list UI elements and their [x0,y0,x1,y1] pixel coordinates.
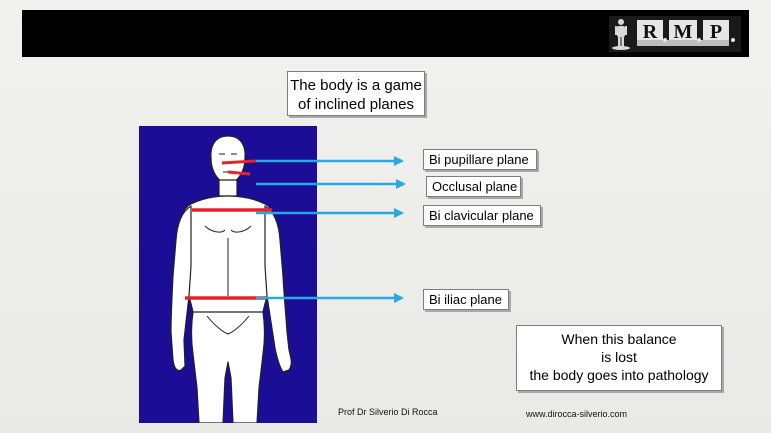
footer-author: Prof Dr Silverio Di Rocca [338,407,438,417]
title-box: The body is a game of inclined planes [287,71,425,116]
svg-text:R: R [643,21,658,43]
note-line-3: the body goes into pathology [529,367,709,383]
header-bar: R M P [22,10,749,57]
note-line-1: When this balance [561,331,677,347]
rmp-logo-graphic: R M P [609,16,741,52]
note-line-2: is lost [601,349,637,365]
logo-letters: R M P [637,20,735,46]
svg-text:M: M [674,21,693,43]
rmp-logo: R M P [609,16,741,52]
clavicular-plane-label: Bi clavicular plane [423,205,541,226]
figure-head [210,135,246,185]
title-line-1: The body is a game [290,77,422,94]
balance-note-box: When this balance is lost the body goes … [516,325,722,391]
footer-website: www.dirocca-silverio.com [526,409,628,419]
body-figure [170,135,292,423]
body-figure-panel [139,126,317,423]
title-line-2: of inclined planes [298,96,414,113]
pupil-plane-label: Bi pupillare plane [423,149,537,170]
occlusal-plane-label: Occlusal plane [426,176,521,197]
figure-icon [612,19,630,50]
figure-legs [190,311,266,423]
figure-left-arm [170,205,192,372]
iliac-plane-label: Bi iliac plane [423,289,509,310]
figure-right-arm [264,205,292,373]
svg-text:P: P [710,21,722,43]
figure-neck [218,179,238,197]
